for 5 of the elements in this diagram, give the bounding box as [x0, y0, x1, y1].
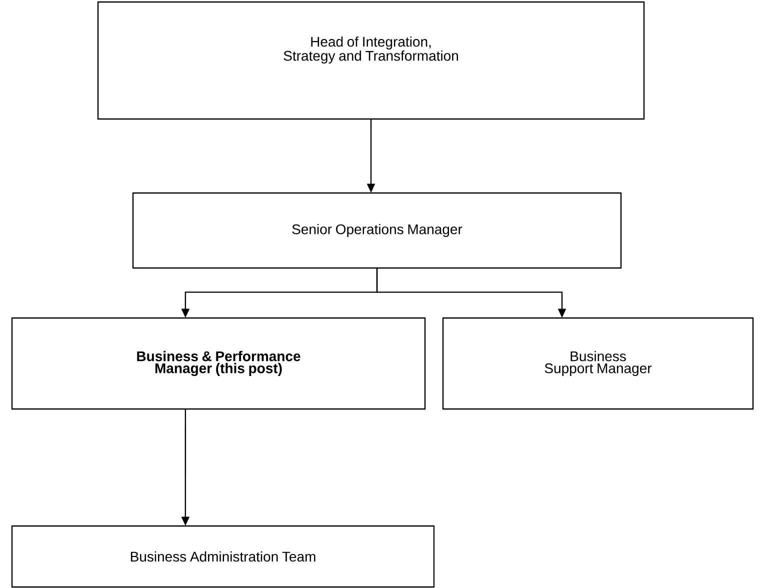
role-box: Business Administration Team	[11, 525, 435, 588]
role-box: Business & Performance Manager (this post)	[11, 317, 426, 410]
role-box: Head of Integration, Strategy and Transformation	[97, 1, 645, 120]
role-box: Senior Operations Manager	[132, 192, 622, 269]
role-box: Business Support Manager	[442, 317, 754, 410]
